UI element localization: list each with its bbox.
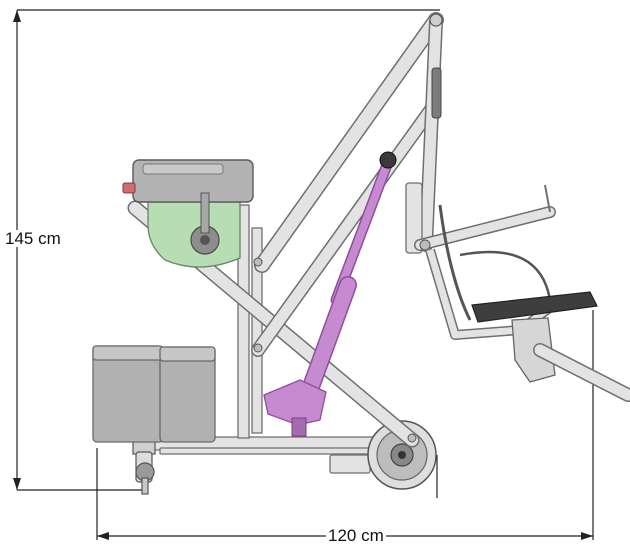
width-arrow-right xyxy=(581,532,593,540)
actuator-motor xyxy=(263,379,327,426)
boom-pivot xyxy=(429,13,443,27)
battery-1-cap xyxy=(92,345,164,361)
rear-step xyxy=(329,454,371,474)
boom-arm-fill xyxy=(255,13,443,272)
mast-clamp xyxy=(200,192,210,234)
pivot-bolt-mast xyxy=(253,257,263,267)
battery-pack xyxy=(92,345,216,443)
actuator-knob xyxy=(379,151,397,169)
motor-unit xyxy=(122,159,254,268)
arm-rest-upright xyxy=(544,184,551,213)
lower-strut xyxy=(251,101,439,357)
handle-grip xyxy=(122,182,136,194)
actuator-cylinder-fill xyxy=(300,277,356,403)
post-handle xyxy=(431,67,442,119)
battery-2-cap xyxy=(159,346,216,362)
hanger-bracket xyxy=(405,182,423,254)
width-arrow-left xyxy=(97,532,109,540)
actuator-mount xyxy=(291,417,307,437)
lift-actuator xyxy=(263,151,397,437)
seat-assembly xyxy=(405,182,630,402)
seat-backrest xyxy=(438,204,472,321)
seat-frame-fill xyxy=(426,249,563,339)
mast-column-1 xyxy=(237,204,250,439)
height-arrow-bottom xyxy=(13,478,21,490)
seat-post-fill xyxy=(420,16,442,251)
height-arrow-top xyxy=(13,10,21,22)
mast-column-2 xyxy=(251,227,263,434)
height-dimension xyxy=(13,9,440,491)
base-frame xyxy=(149,436,426,474)
rear-wheel xyxy=(367,420,437,490)
height-dimension-label: 145 cm xyxy=(3,229,63,248)
rear-wheel-axle xyxy=(398,451,406,459)
pivot-bolt-hanger xyxy=(419,239,431,251)
motor-gear-center xyxy=(200,235,210,245)
width-dimension-label: 120 cm xyxy=(326,526,386,545)
caster-stem xyxy=(141,477,149,495)
mast xyxy=(237,204,263,439)
pivot-bolt-strut xyxy=(253,343,263,353)
pivot-bolt-base xyxy=(407,433,417,443)
lower-strut-fill xyxy=(252,102,438,356)
footrest-bar-fill xyxy=(534,344,630,401)
seat-post xyxy=(419,13,443,252)
boom-arm xyxy=(254,12,444,273)
front-caster xyxy=(132,439,156,495)
arm-rest-bar-fill xyxy=(415,207,555,250)
seat-pad xyxy=(471,291,598,323)
control-box-top xyxy=(142,163,224,175)
seat-side-curve xyxy=(459,250,552,301)
pivot-bolts xyxy=(253,239,431,443)
